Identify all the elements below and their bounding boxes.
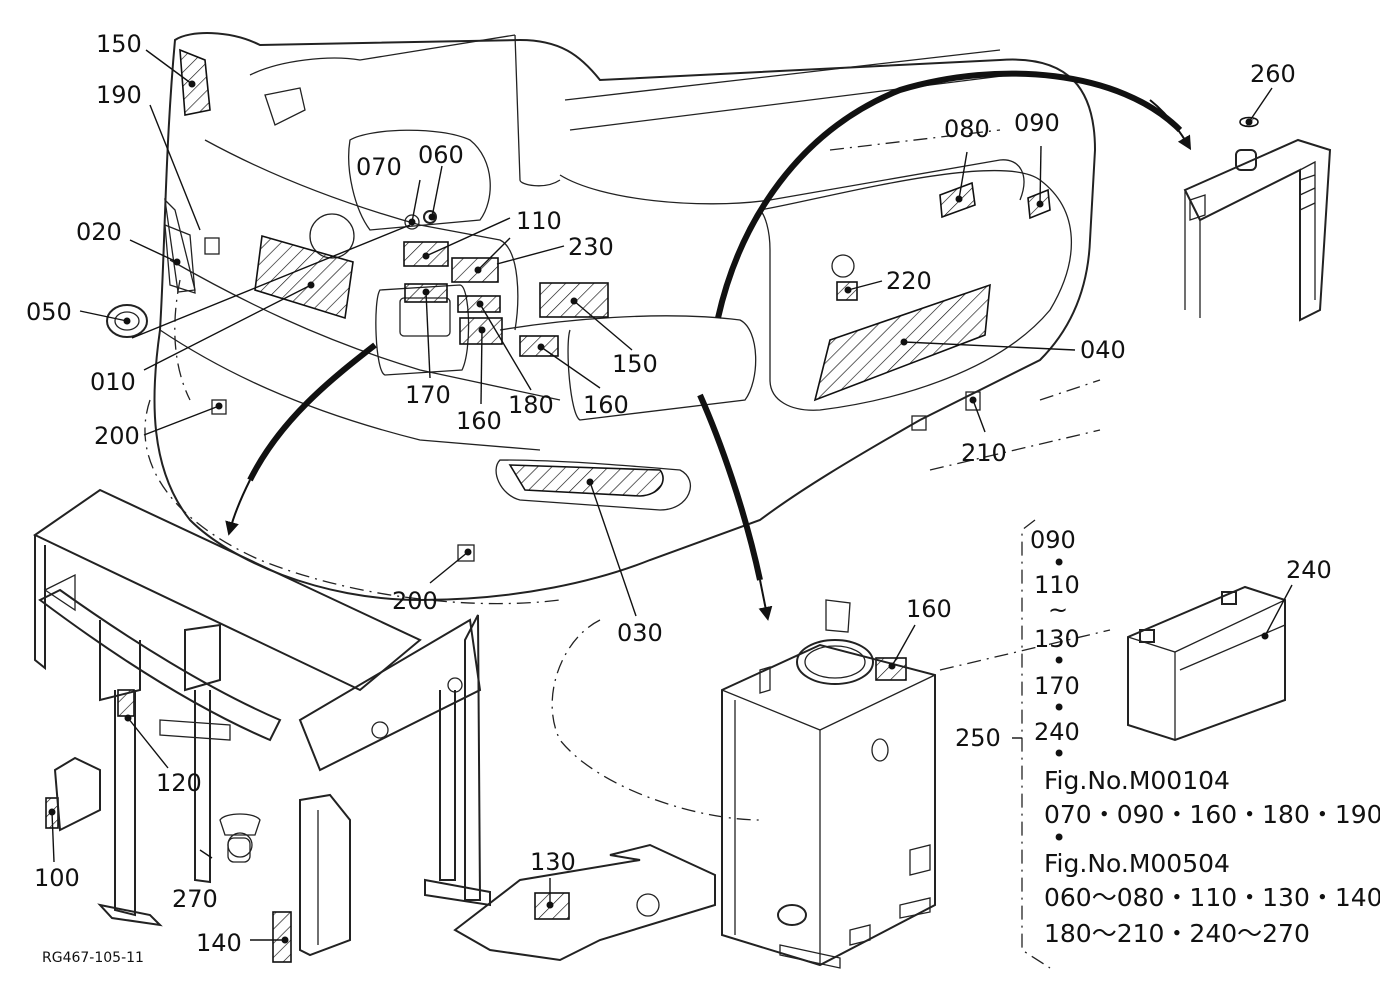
callout-240: 240 bbox=[1286, 556, 1332, 584]
callout-060: 060 bbox=[418, 141, 464, 169]
callout-230: 230 bbox=[568, 233, 614, 261]
callout-270: 270 bbox=[172, 885, 218, 913]
frame-drawing bbox=[33, 488, 491, 957]
callout-180: 180 bbox=[508, 391, 554, 419]
bracket-item: ~ bbox=[1048, 596, 1068, 624]
tank-drawing bbox=[721, 599, 936, 969]
bracket-item: • bbox=[1052, 647, 1066, 675]
callout-220: 220 bbox=[886, 267, 932, 295]
callout-200a: 200 bbox=[94, 422, 140, 450]
note-fig-m00504: Fig.No.M00504 bbox=[1044, 849, 1230, 878]
note-line-3: 180～210・240～270 bbox=[1044, 919, 1310, 948]
callout-040: 040 bbox=[1080, 336, 1126, 364]
callout-labels: 150 190 020 050 010 200 070 060 110 230 … bbox=[26, 30, 1332, 957]
callout-120: 120 bbox=[156, 769, 202, 797]
callout-160b: 160 bbox=[583, 391, 629, 419]
callout-010: 010 bbox=[90, 368, 136, 396]
callout-200b: 200 bbox=[392, 587, 438, 615]
machine-body-drawing bbox=[144, 32, 1111, 821]
bracket-item: 090 bbox=[1030, 526, 1076, 554]
callout-050: 050 bbox=[26, 298, 72, 326]
flow-arrows bbox=[225, 70, 1192, 621]
note-line-1: 070・090・160・180・190 bbox=[1044, 800, 1380, 829]
figure-notes: Fig.No.M00104 070・090・160・180・190 • Fig.… bbox=[1044, 766, 1380, 948]
decals bbox=[45, 48, 1051, 963]
bracket-item: • bbox=[1052, 740, 1066, 768]
callout-150a: 150 bbox=[96, 30, 142, 58]
callout-090: 090 bbox=[1014, 109, 1060, 137]
bracket-item: 240 bbox=[1034, 718, 1080, 746]
bracket-item: 170 bbox=[1034, 672, 1080, 700]
callout-140: 140 bbox=[196, 929, 242, 957]
leader-lines bbox=[48, 49, 1293, 944]
bracket-item: • bbox=[1052, 549, 1066, 577]
bracket-item: 130 bbox=[1034, 625, 1080, 653]
callout-210: 210 bbox=[961, 439, 1007, 467]
callout-150b: 150 bbox=[612, 350, 658, 378]
note-dot: • bbox=[1052, 824, 1066, 852]
callout-110: 110 bbox=[516, 207, 562, 235]
figure-code: RG467-105-11 bbox=[42, 950, 144, 966]
bracket-item: 110 bbox=[1034, 571, 1080, 599]
callout-160c: 160 bbox=[906, 595, 952, 623]
note-line-2: 060～080・110・130・140 bbox=[1044, 883, 1380, 912]
callout-130: 130 bbox=[530, 848, 576, 876]
callout-070: 070 bbox=[356, 153, 402, 181]
callout-260: 260 bbox=[1250, 60, 1296, 88]
bracket-item: • bbox=[1052, 694, 1066, 722]
callout-030: 030 bbox=[617, 619, 663, 647]
callout-020: 020 bbox=[76, 218, 122, 246]
bracket-list: 250 090 • 110 ~ 130 • 170 • 240 • bbox=[955, 519, 1080, 969]
callout-170: 170 bbox=[405, 381, 451, 409]
cover-drawing bbox=[453, 843, 716, 962]
battery-drawing bbox=[1127, 585, 1286, 742]
callout-160a: 160 bbox=[456, 407, 502, 435]
callout-190: 190 bbox=[96, 81, 142, 109]
callout-100: 100 bbox=[34, 864, 80, 892]
radiator-drawing bbox=[1183, 138, 1332, 322]
callout-080: 080 bbox=[944, 115, 990, 143]
note-fig-m00104: Fig.No.M00104 bbox=[1044, 766, 1230, 795]
bracket-label-250: 250 bbox=[955, 724, 1001, 752]
